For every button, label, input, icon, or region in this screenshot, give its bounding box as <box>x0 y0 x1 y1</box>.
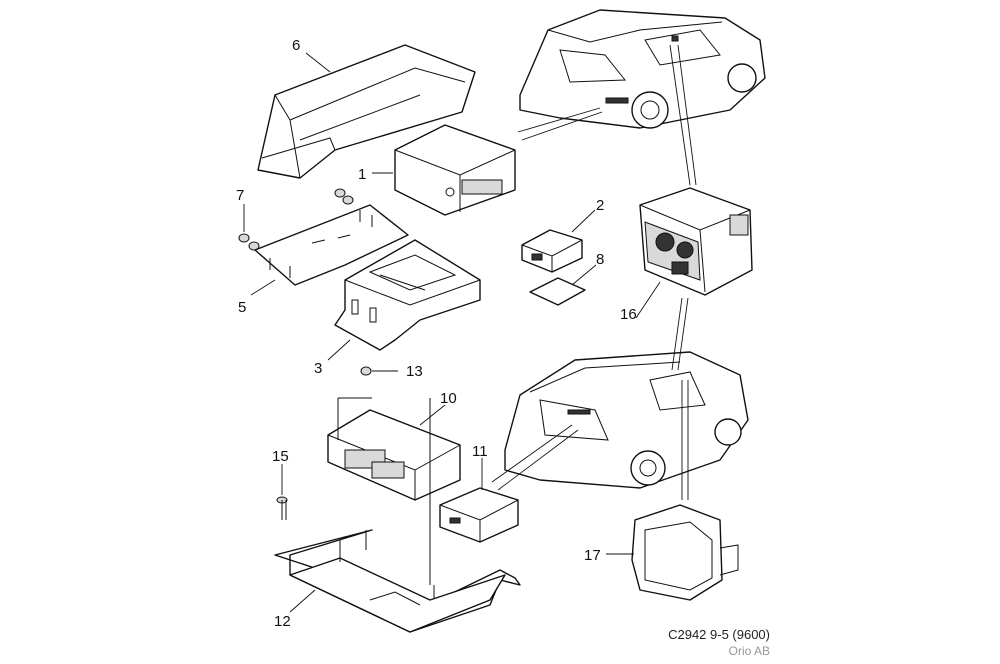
part-15-screw <box>276 496 288 520</box>
part-2-module <box>521 229 583 273</box>
part-5-mounting-plate <box>254 204 409 286</box>
sedan-car-illustration <box>504 351 749 489</box>
connection-lines <box>491 44 697 500</box>
part-13-nut <box>360 366 372 376</box>
part-16-switch <box>639 187 753 296</box>
callout-17: 17 <box>584 547 601 564</box>
callout-16: 16 <box>620 306 637 323</box>
callout-leaders <box>243 52 661 613</box>
part-3-bracket <box>334 239 481 351</box>
callout-13: 13 <box>406 363 423 380</box>
part-8-pad <box>529 277 586 306</box>
callout-11: 11 <box>472 443 488 460</box>
callout-5: 5 <box>238 299 246 316</box>
callout-3: 3 <box>314 360 322 377</box>
callout-10: 10 <box>440 390 457 407</box>
callout-8: 8 <box>596 251 604 268</box>
part-1-control-unit <box>394 124 516 216</box>
callout-2: 2 <box>596 197 604 214</box>
part-12-base-plate <box>274 529 521 633</box>
callout-7: 7 <box>236 187 244 204</box>
part-11-unit <box>439 487 519 543</box>
part-10-control-unit <box>327 397 461 585</box>
callout-6: 6 <box>292 37 300 54</box>
callout-1: 1 <box>358 166 366 183</box>
callout-15: 15 <box>272 448 289 465</box>
part-6-tray <box>257 44 476 179</box>
drawing-reference: C2942 9-5 (9600) Orio AB <box>668 627 770 658</box>
drawing-code: C2942 9-5 (9600) <box>668 627 770 642</box>
organization-name: Orio AB <box>728 644 770 658</box>
estate-car-illustration <box>519 9 766 129</box>
part-7-nuts <box>238 188 354 251</box>
part-17-cover <box>631 504 739 601</box>
callout-12: 12 <box>274 613 291 630</box>
